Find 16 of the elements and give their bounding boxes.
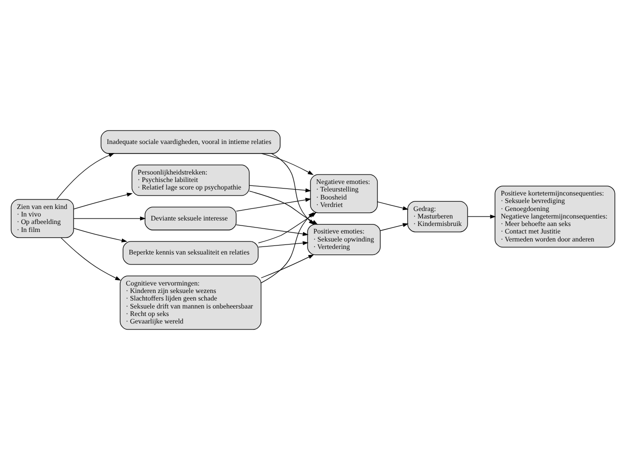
arrow <box>377 202 409 210</box>
arrow <box>236 198 312 212</box>
arrow <box>258 241 309 248</box>
arrow <box>260 254 314 278</box>
arrow <box>380 223 409 231</box>
arrow <box>236 224 309 236</box>
arrow <box>73 216 146 221</box>
arrow <box>73 192 133 210</box>
arrow <box>60 237 121 280</box>
arrow <box>260 212 314 284</box>
arrow <box>468 214 496 219</box>
arrow <box>261 153 314 175</box>
arrow <box>74 228 128 242</box>
arrow <box>249 185 312 192</box>
arrow <box>271 153 314 225</box>
arrow <box>56 153 115 200</box>
